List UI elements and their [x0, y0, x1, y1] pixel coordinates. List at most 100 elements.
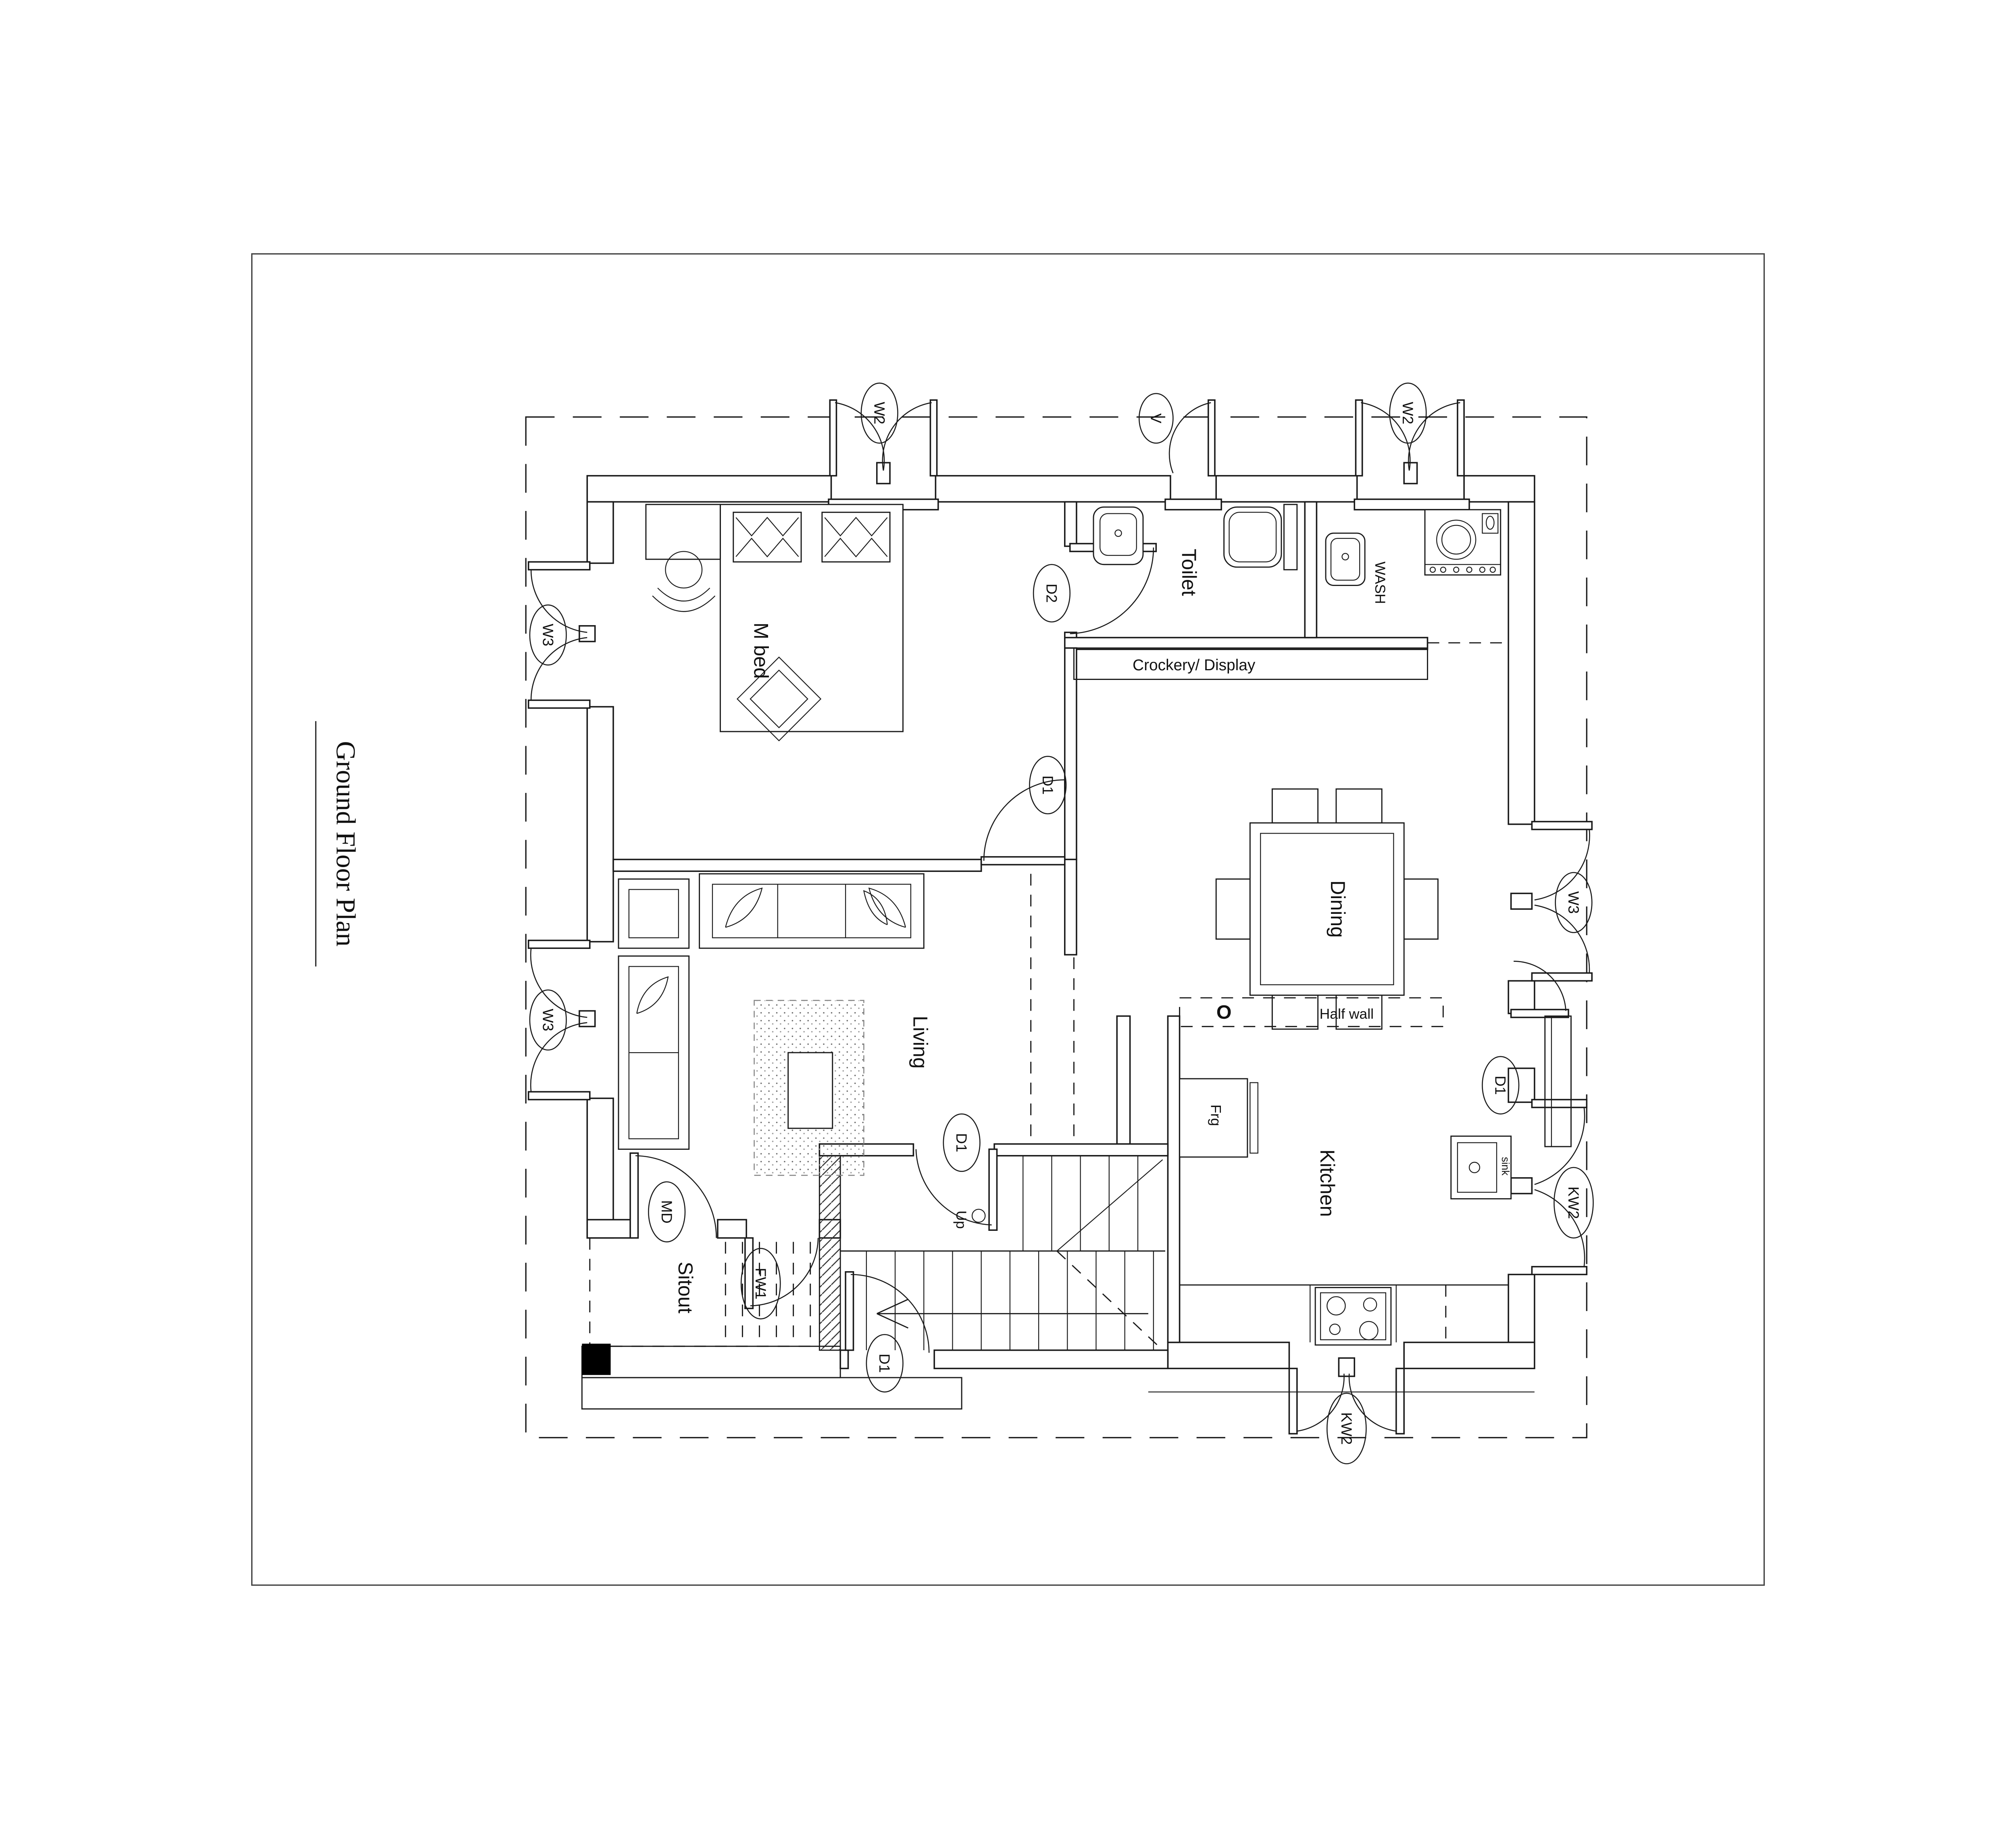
- half-wall-label: Half wall: [1320, 1006, 1374, 1022]
- room-label-living: Living: [909, 1016, 931, 1069]
- room-label-kitchen: Kitchen: [1316, 1149, 1339, 1217]
- o-marker: O: [1216, 1001, 1232, 1023]
- bedside-table-and-stool: [645, 504, 721, 612]
- window-w2-top-right: [1354, 399, 1470, 511]
- washing-machine-icon: [1424, 509, 1502, 576]
- tag-w3-left-upper: W3: [529, 604, 567, 666]
- tag-d2-toilet: D2: [1033, 564, 1071, 623]
- bed-decor-diamond: [736, 656, 822, 742]
- page-title: Ground Floor Plan: [331, 741, 361, 947]
- svg-text:MD: MD: [658, 1200, 675, 1224]
- stool: [665, 551, 703, 589]
- stair-direction-arrow: [877, 1299, 1148, 1329]
- svg-text:D1: D1: [1492, 1076, 1509, 1095]
- winder-diagonal: [1056, 1159, 1163, 1251]
- dining-chair: [1215, 878, 1251, 940]
- pillow: [821, 511, 891, 563]
- tag-kw2-right: KW2: [1554, 1167, 1594, 1239]
- tag-d1-living-stairs: D1: [943, 1113, 981, 1172]
- hatched-wall: [818, 1155, 841, 1351]
- room-label-toilet: Toilet: [1178, 549, 1200, 596]
- toilet-fixtures: [1093, 504, 1298, 571]
- door-d1-stair-entry: [845, 1271, 930, 1353]
- wash-sink: [1325, 532, 1366, 586]
- tag-d1-kitchen: D1: [1482, 1056, 1520, 1115]
- svg-text:D1: D1: [1039, 776, 1056, 795]
- window-w3-left-lower: [527, 940, 596, 1101]
- window-kw2-bottom: [1288, 1357, 1405, 1435]
- svg-text:W2: W2: [871, 402, 888, 424]
- window-w3-left-upper: [527, 561, 596, 709]
- open-boundary-dashes: [1030, 874, 1075, 1142]
- half-wall: [1179, 997, 1444, 1027]
- svg-text:D2: D2: [1043, 584, 1060, 603]
- door-d1-living-stairs: [915, 1148, 998, 1231]
- sofa-three-seat: [699, 873, 925, 949]
- tag-w2-top-right: W2: [1389, 382, 1427, 444]
- dining-chair: [1335, 995, 1383, 1030]
- door-fw1-french-window: [744, 1237, 819, 1309]
- exterior-ledge: [1544, 1015, 1572, 1147]
- kitchen-fixtures: [1179, 1078, 1512, 1346]
- tag-v-vent: V: [1138, 393, 1174, 444]
- tag-fw1-french-window: FW1: [740, 1248, 781, 1320]
- fridge: [1179, 1078, 1248, 1158]
- corner-table: [618, 878, 690, 949]
- column: [582, 1343, 611, 1375]
- svg-text:W3: W3: [539, 624, 556, 646]
- plot-boundary-dashed: [525, 416, 1587, 1439]
- step: [581, 1377, 962, 1410]
- fridge-label: Frg: [1208, 1105, 1224, 1126]
- tag-w3-left-lower: W3: [529, 989, 567, 1051]
- svg-text:KW2: KW2: [1565, 1186, 1582, 1219]
- dining-set: [1215, 788, 1439, 1030]
- washbasin: [1093, 506, 1144, 565]
- stair-start-marker: [971, 1209, 986, 1223]
- door-md-main: [629, 1152, 717, 1239]
- dining-chair: [1271, 788, 1319, 824]
- dining-table: [1249, 822, 1405, 996]
- window-v-vent: [1164, 399, 1222, 511]
- master-bed: [719, 504, 904, 742]
- gas-stove: [1314, 1287, 1392, 1346]
- pillow: [733, 511, 802, 563]
- dining-chair: [1403, 878, 1439, 940]
- sink-label: sink: [1500, 1157, 1511, 1176]
- shower-tray: [1223, 506, 1282, 568]
- tag-md-main-door: MD: [648, 1181, 686, 1243]
- sheet-border: [251, 253, 1765, 1586]
- room-label-dining: Dining: [1327, 880, 1349, 938]
- tag-d1-stair-entry: D1: [866, 1334, 904, 1393]
- window-kw2-right: [1510, 1099, 1588, 1276]
- svg-text:W3: W3: [1565, 891, 1582, 914]
- svg-text:KW2: KW2: [1338, 1412, 1355, 1445]
- window-w3-right: [1510, 821, 1593, 982]
- up-label: Up: [953, 1211, 969, 1229]
- tag-w3-right: W3: [1555, 872, 1593, 933]
- crockery-shelf: [1073, 647, 1428, 680]
- svg-text:V: V: [1148, 413, 1164, 423]
- room-label-sitout: Sitout: [674, 1261, 697, 1313]
- door-d1-kitchen: [1510, 961, 1572, 1147]
- dining-chair: [1335, 788, 1383, 824]
- living-furniture: [618, 873, 925, 1176]
- wash-area-fixtures: [1325, 509, 1509, 644]
- room-label-mbed: M bed: [750, 623, 773, 679]
- dining-chair: [1271, 995, 1319, 1030]
- staircase: [840, 1155, 1165, 1350]
- door-d1-mbed: [980, 779, 1066, 865]
- exterior-walls: [586, 475, 1535, 1370]
- coffee-table: [787, 1052, 833, 1129]
- room-label-wash: WASH: [1372, 561, 1388, 604]
- tag-d1-mbed: D1: [1029, 756, 1067, 815]
- svg-text:FW1: FW1: [752, 1268, 769, 1300]
- tag-kw2-bottom: KW2: [1326, 1393, 1367, 1464]
- sitout-area: [581, 1238, 962, 1410]
- svg-text:D1: D1: [953, 1133, 970, 1153]
- interior-walls: [612, 501, 1429, 1351]
- crockery-display-label: Crockery/ Display: [1133, 657, 1256, 674]
- svg-text:W3: W3: [539, 1009, 556, 1031]
- tag-w2-top-left: W2: [860, 382, 898, 444]
